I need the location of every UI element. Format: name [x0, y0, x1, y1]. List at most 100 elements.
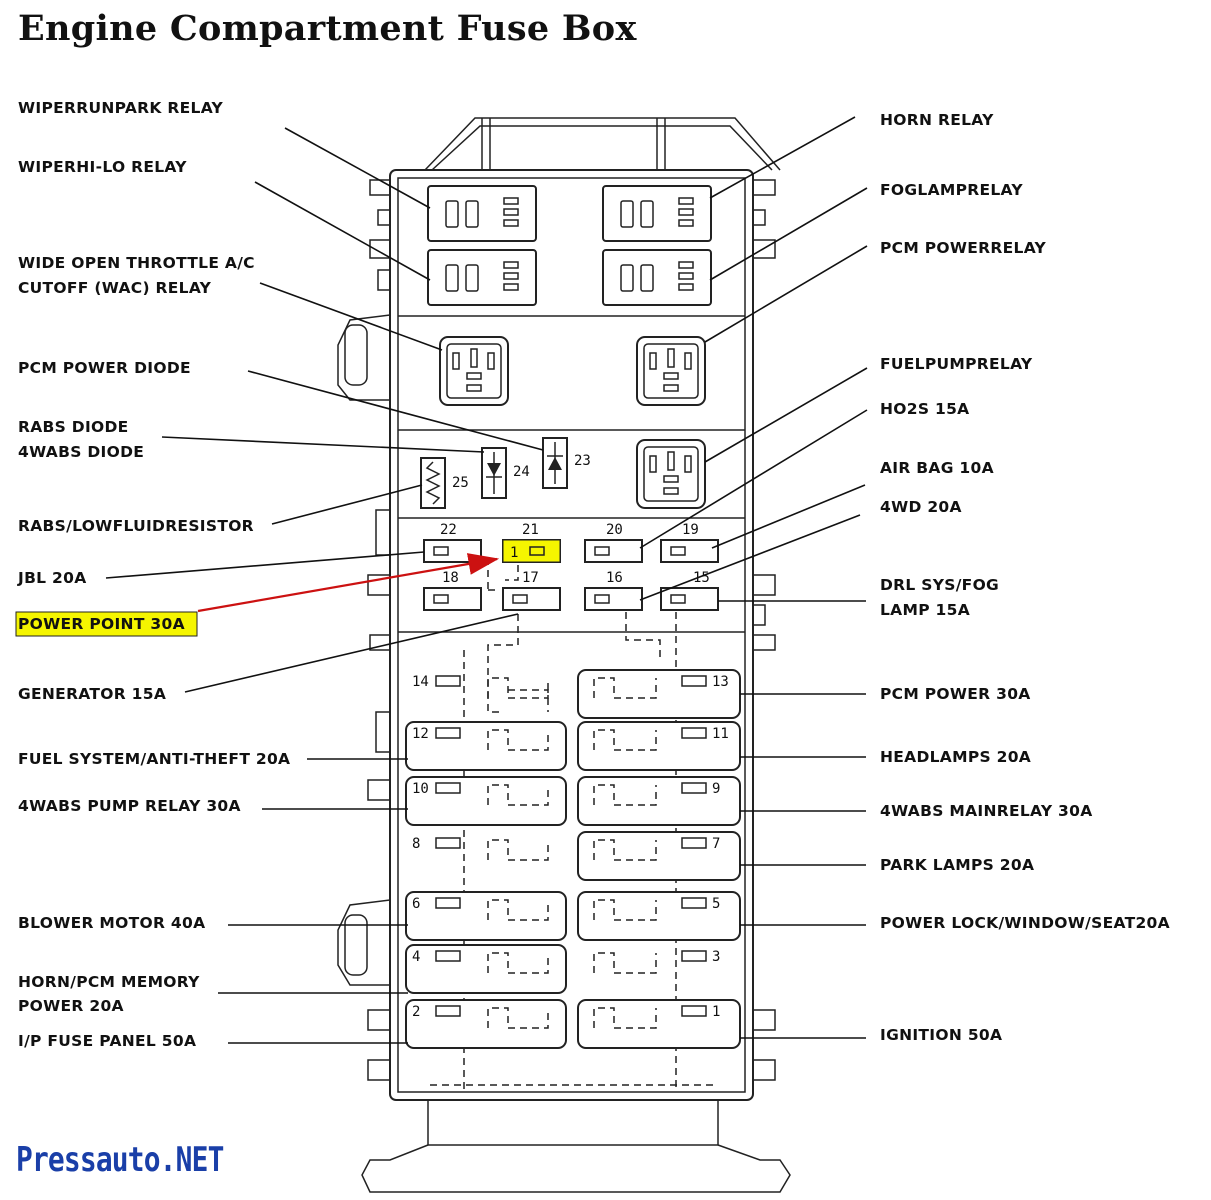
mini-fuse-number: 19: [682, 522, 699, 538]
label-wiper-hi-lo-relay: WIPERHI-LO RELAY: [18, 158, 187, 176]
maxi-fuse-number-left: 10: [412, 781, 429, 797]
relay-fog-lamp: [602, 249, 712, 306]
highlighted-fuse-label: 1: [510, 545, 518, 561]
page-title: Engine Compartment Fuse Box: [18, 8, 637, 49]
label-horn-relay: HORN RELAY: [880, 111, 994, 129]
bottom-mount: [361, 1099, 791, 1193]
relay-wiper-hi-lo: [427, 249, 537, 306]
label-horn-pcm-memory-power-20a: POWER 20A: [18, 997, 124, 1015]
left-labels: WIPERRUNPARK RELAY WIPERHI-LO RELAY WIDE O…: [17, 99, 290, 1050]
iso-pin: [452, 352, 460, 370]
iso-pin: [663, 487, 679, 495]
maxi-fuse-body-right: [577, 831, 741, 881]
label-ip-fuse-panel-50a: I/P FUSE PANEL 50A: [18, 1032, 196, 1050]
relay-pcm-power: [636, 336, 706, 406]
label-pcm-power-diode: PCM POWER DIODE: [18, 359, 191, 377]
mini-fuse-16: [584, 587, 643, 611]
iso-pin: [663, 372, 679, 380]
highlighted-fuse-power-point: [502, 539, 561, 563]
label-4wabs-main-relay-30a: 4WABS MAINRELAY 30A: [880, 802, 1093, 820]
label-wiper-run-park-relay: WIPERRUNPARK RELAY: [18, 99, 224, 117]
iso-pin: [649, 455, 657, 473]
component-number-24: 24: [513, 464, 530, 480]
iso-pin: [649, 352, 657, 370]
iso-pin: [470, 348, 478, 368]
maxi-fuse-number-right: 11: [712, 726, 729, 742]
mini-fuse-number: 22: [440, 522, 457, 538]
relay-pin-tall: [445, 264, 459, 292]
relay-pin-small: [503, 283, 519, 291]
maxi-fuse-number-right: 3: [712, 949, 720, 965]
label-drl-sys-fog-lamp-15a: DRL SYS/FOG: [880, 576, 999, 594]
mini-fuse-number: 16: [606, 570, 623, 586]
label-drl-sys-fog-lamp-15a: LAMP 15A: [880, 601, 970, 619]
relay-pin-tall: [640, 264, 654, 292]
component-number-23: 23: [574, 453, 591, 469]
mini-fuse-number: 18: [442, 570, 459, 586]
iso-pin: [663, 384, 679, 392]
iso-pin: [667, 451, 675, 471]
label-fog-lamp-relay: FOGLAMPRELAY: [880, 181, 1023, 199]
maxi-fuse-number-right: 1: [712, 1004, 720, 1020]
label-4wabs-pump-relay-30a: 4WABS PUMP RELAY 30A: [18, 797, 241, 815]
maxi-fuse-body-left: [405, 776, 567, 826]
label-blower-motor-40a: BLOWER MOTOR 40A: [18, 914, 205, 932]
maxi-fuse-number-right: 13: [712, 674, 729, 690]
relay-wiper-run-park: [427, 185, 537, 242]
maxi-fuse-number-right: 5: [712, 896, 720, 912]
label-rabs-4wabs-diode: RABS DIODE: [18, 418, 129, 436]
label-fuel-pump-relay: FUELPUMPRELAY: [880, 355, 1033, 373]
maxi-fuse-body-right: [577, 721, 741, 771]
relay-pin-tall: [465, 264, 479, 292]
label-air-bag-10a: AIR BAG 10A: [880, 459, 994, 477]
diode-23: [542, 437, 568, 489]
maxi-fuse-number-right: 7: [712, 836, 720, 852]
watermark-pressauto: Pressauto.NET: [16, 1140, 224, 1180]
label-fuel-system-anti-theft-20a: FUEL SYSTEM/ANTI-THEFT 20A: [18, 750, 290, 768]
iso-pin: [487, 352, 495, 370]
relay-pin-tall: [640, 200, 654, 228]
iso-pin: [684, 352, 692, 370]
relay-horn: [602, 185, 712, 242]
maxi-fuse-body-left: [405, 944, 567, 994]
relay-pin-small: [678, 208, 694, 216]
maxi-fuse-body-left: [405, 721, 567, 771]
iso-pin: [667, 348, 675, 368]
relay-pin-small: [678, 219, 694, 227]
relay-pin-small: [503, 219, 519, 227]
label-rabs-4wabs-diode: 4WABS DIODE: [18, 443, 144, 461]
mini-fuse-19: [660, 539, 719, 563]
relay-pins: [445, 197, 694, 292]
relay-pin-small: [678, 272, 694, 280]
label-rabs-low-fluid-resistor: RABS/LOWFLUIDRESISTOR: [18, 517, 254, 535]
mini-fuse-number: 20: [606, 522, 623, 538]
relay-pin-tall: [620, 200, 634, 228]
relay-pin-small: [503, 261, 519, 269]
top-handle: [424, 117, 781, 171]
maxi-fuse-body-left: [405, 891, 567, 941]
relay-pin-small: [678, 283, 694, 291]
label-wac-relay: WIDE OPEN THROTTLE A/C: [18, 254, 255, 272]
iso-pin: [466, 372, 482, 380]
label-headlamps-20a: HEADLAMPS 20A: [880, 748, 1031, 766]
relay-pin-small: [503, 197, 519, 205]
maxi-fuse-body-right: [577, 776, 741, 826]
maxi-fuse-body-right: [577, 999, 741, 1049]
label-jbl-20a: JBL 20A: [17, 569, 87, 587]
maxi-fuse-number-left: 14: [412, 674, 429, 690]
label-park-lamps-20a: PARK LAMPS 20A: [880, 856, 1034, 874]
maxi-fuse-number-left: 4: [412, 949, 420, 965]
component-number-25: 25: [452, 475, 469, 491]
relay-wac: [439, 336, 509, 406]
resistor-25: [420, 457, 446, 509]
iso-relay-pins: [452, 348, 692, 495]
relay-pin-small: [503, 272, 519, 280]
label-wac-relay: CUTOFF (WAC) RELAY: [18, 279, 212, 297]
relay-pin-small: [678, 197, 694, 205]
label-pcm-power-30a: PCM POWER 30A: [880, 685, 1031, 703]
